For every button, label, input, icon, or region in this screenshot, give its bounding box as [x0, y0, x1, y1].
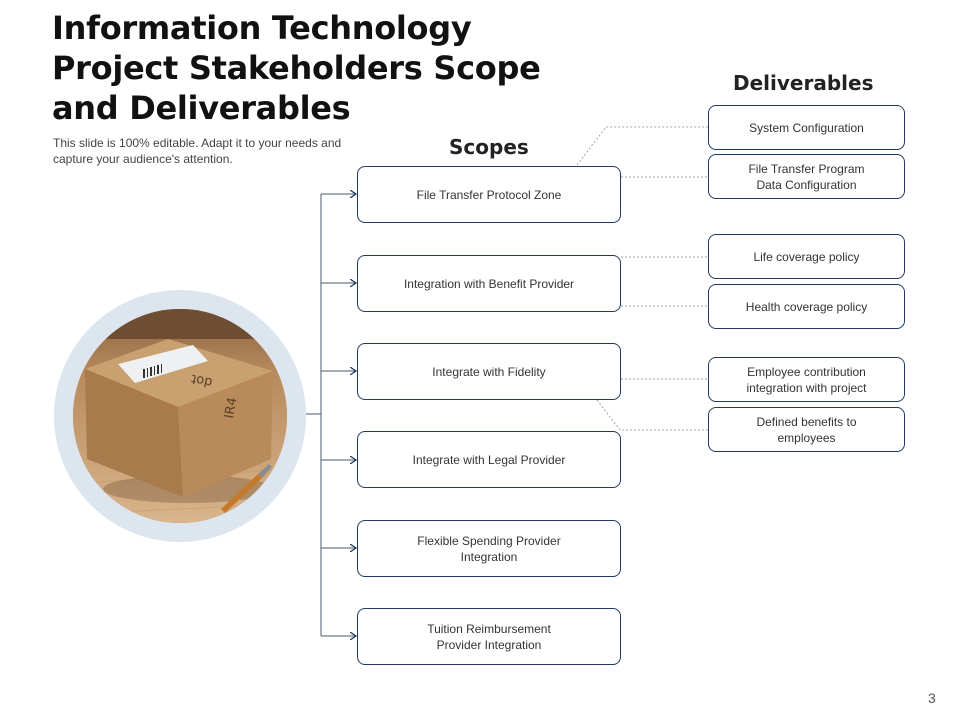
scopes-heading: Scopes [449, 135, 529, 159]
deliverable-box-6: Defined benefits to employees [708, 407, 905, 452]
deliverable-box-2: File Transfer Program Data Configuration [708, 154, 905, 199]
scope-box-1: File Transfer Protocol Zone [357, 166, 621, 223]
deliverable-box-5: Employee contribution integration with p… [708, 357, 905, 402]
deliverable-box-1: System Configuration [708, 105, 905, 150]
page-number: 3 [928, 690, 936, 706]
slide-title: Information Technology Project Stakehold… [52, 9, 541, 127]
cardboard-box-photo: dot IR4 [73, 309, 287, 523]
scope-box-2: Integration with Benefit Provider [357, 255, 621, 312]
scope-box-3: Integrate with Fidelity [357, 343, 621, 400]
deliverable-box-4: Health coverage policy [708, 284, 905, 329]
box-label-dot: dot [190, 371, 214, 390]
scope-box-6: Tuition Reimbursement Provider Integrati… [357, 608, 621, 665]
slide-subtitle: This slide is 100% editable. Adapt it to… [53, 136, 342, 166]
deliverable-connectors [576, 126, 708, 431]
deliverable-box-3: Life coverage policy [708, 234, 905, 279]
deliverables-heading: Deliverables [733, 71, 874, 95]
scope-connectors [306, 194, 356, 636]
scope-box-5: Flexible Spending Provider Integration [357, 520, 621, 577]
box-label-ir4: IR4 [222, 396, 240, 419]
scope-box-4: Integrate with Legal Provider [357, 431, 621, 488]
